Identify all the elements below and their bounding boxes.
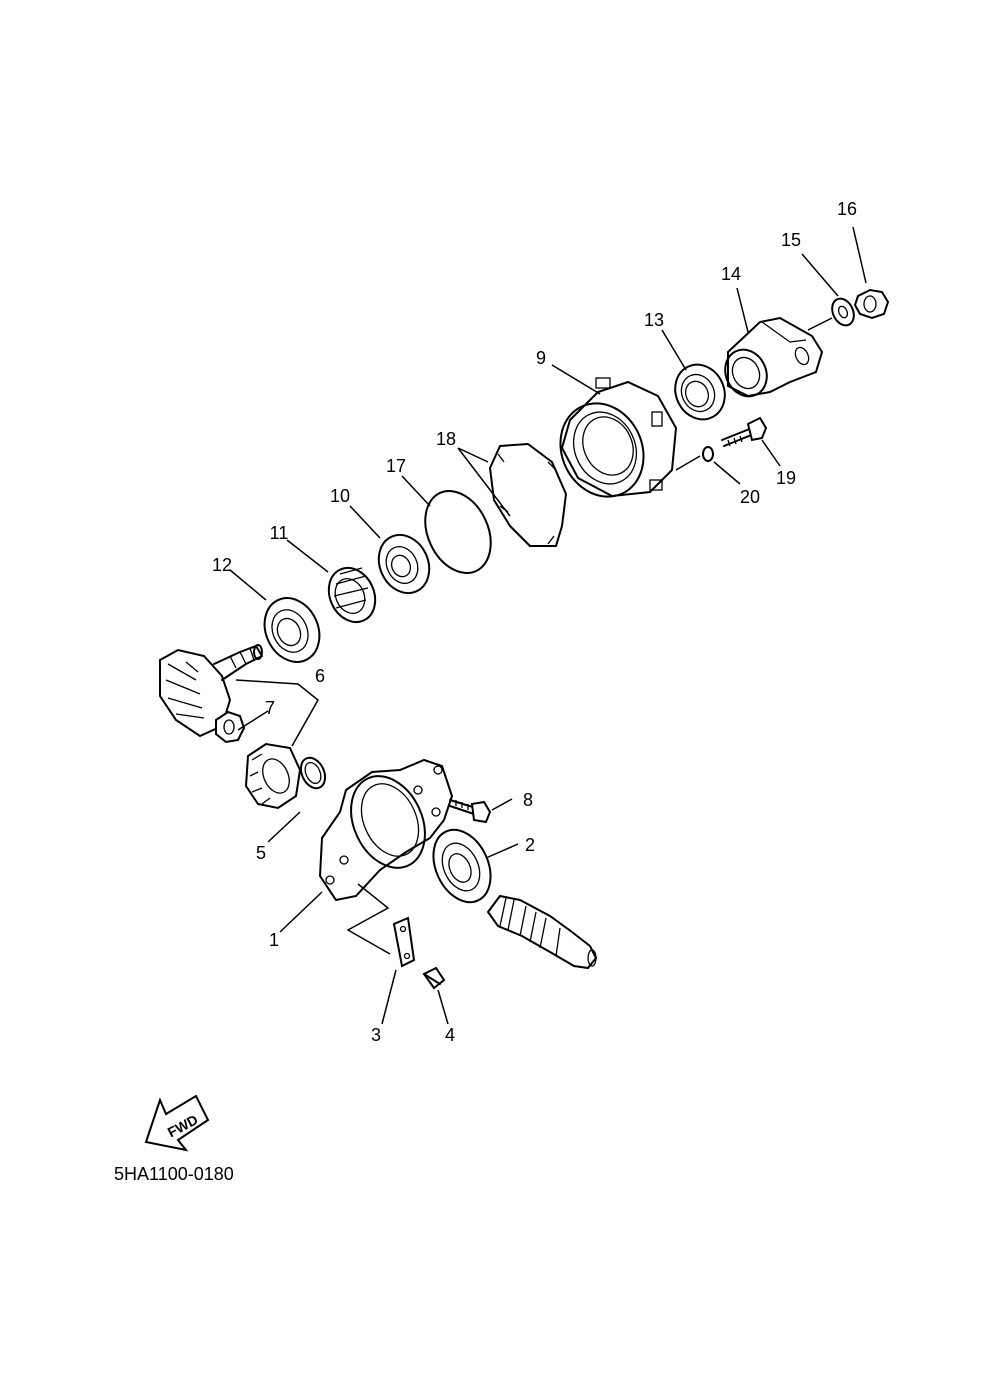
callout-17: 17 <box>386 456 406 476</box>
callout-8: 8 <box>523 790 533 810</box>
part-9-housing <box>559 377 678 498</box>
part-7-nut <box>215 710 246 744</box>
callout-13: 13 <box>644 310 664 330</box>
part-11-ring-nut <box>327 566 377 624</box>
callout-1: 1 <box>269 930 279 950</box>
part-5-o-ring <box>299 756 327 790</box>
callout-11: 11 <box>270 523 289 543</box>
part-3-plate <box>392 916 416 968</box>
callout-14: 14 <box>721 264 741 284</box>
part-17-o-ring <box>424 490 492 574</box>
callout-16: 16 <box>837 199 857 219</box>
part-6-bevel-gear <box>159 644 263 738</box>
leader-lines <box>229 226 867 1025</box>
part-8-bolt <box>449 799 492 824</box>
part-2-bearing <box>432 828 492 904</box>
part-6-driven-gear <box>244 742 302 810</box>
part-16-nut <box>853 288 890 320</box>
part-4-screw <box>422 966 446 990</box>
callout-7: 7 <box>265 698 275 718</box>
part-15-washer <box>831 297 855 327</box>
callout-10: 10 <box>330 486 350 506</box>
part-12-bearing <box>263 597 321 663</box>
callout-5: 5 <box>256 843 266 863</box>
part-10-bearing <box>377 533 431 595</box>
part-18-gasket <box>489 443 567 547</box>
part-1-gear-housing <box>318 758 454 902</box>
part-19-bolt <box>721 416 768 447</box>
callout-18: 18 <box>436 429 456 449</box>
part-drive-shaft <box>486 894 598 970</box>
callout-20: 20 <box>740 487 760 507</box>
callout-2: 2 <box>525 835 535 855</box>
part-20-washer <box>702 446 714 462</box>
callout-9: 9 <box>536 348 546 368</box>
callout-12: 12 <box>212 555 232 575</box>
diagram-code: 5HA1100-0180 <box>114 1164 234 1184</box>
callout-15: 15 <box>781 230 801 250</box>
part-14-yoke <box>724 316 824 398</box>
part-13-seal <box>674 363 726 421</box>
fwd-arrow-icon: FWD <box>144 1094 210 1152</box>
callout-3: 3 <box>371 1025 381 1045</box>
callout-6: 6 <box>315 666 325 686</box>
callout-4: 4 <box>445 1025 455 1045</box>
callout-19: 19 <box>776 468 796 488</box>
